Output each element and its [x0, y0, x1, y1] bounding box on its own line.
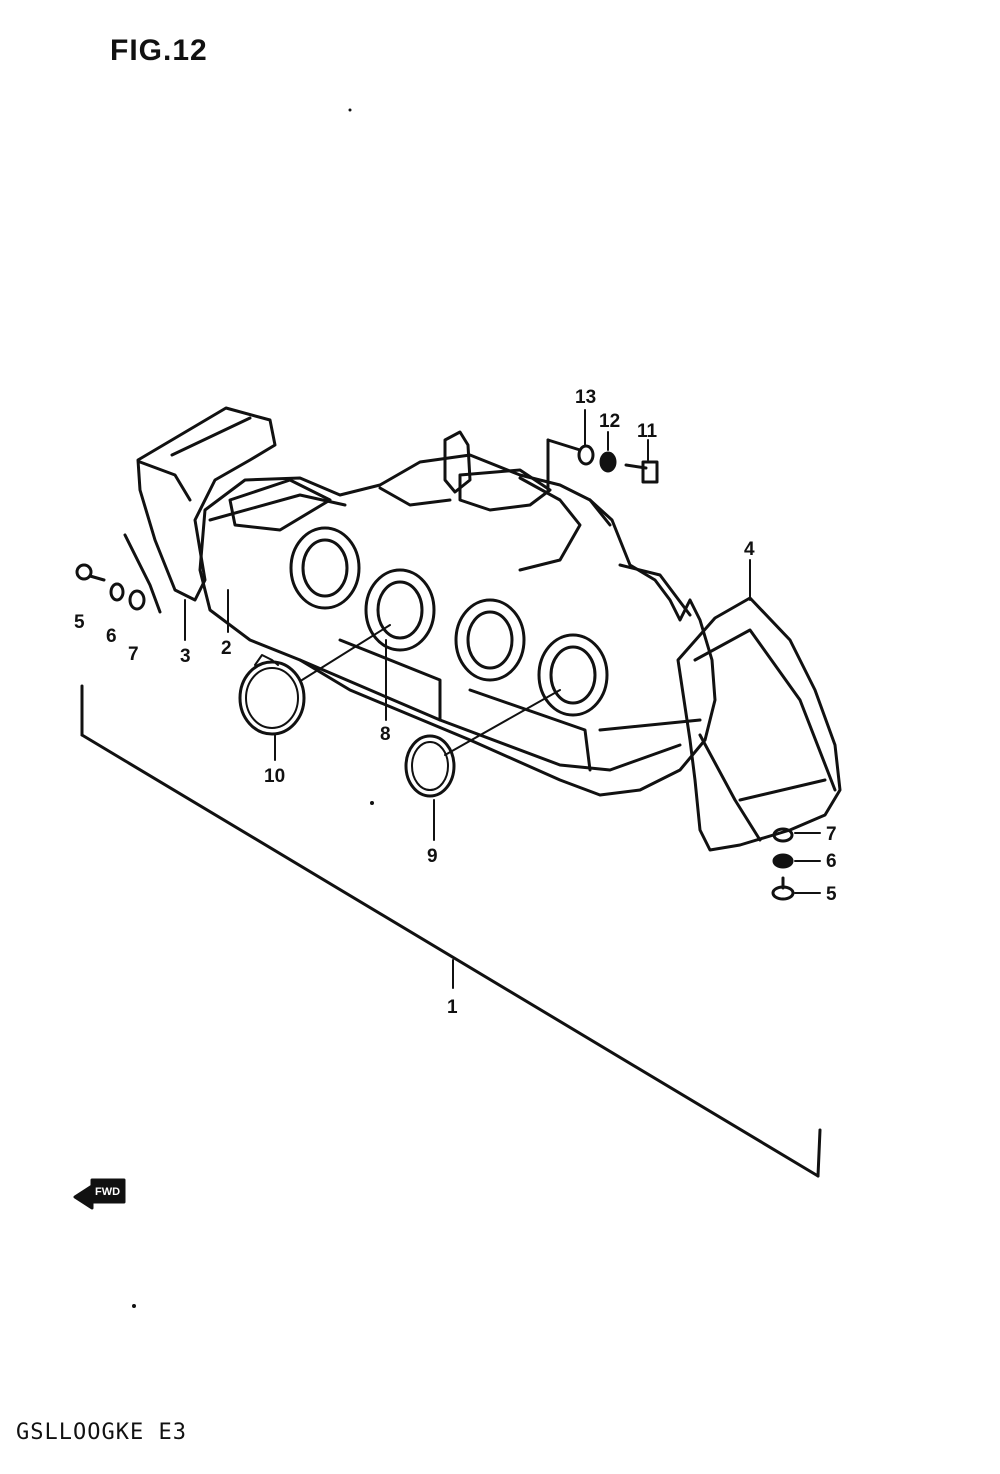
right-hardware: [771, 827, 795, 901]
forward-arrow-icon: [73, 1178, 126, 1210]
callout-6-left: 6: [106, 626, 117, 647]
leader-lines: [184, 409, 821, 894]
inlet-ports: [289, 526, 609, 717]
callout-4: 4: [744, 539, 755, 560]
right-intake-funnel: [676, 596, 842, 852]
callout-6-right: 6: [826, 851, 837, 872]
air-cleaner-case: [198, 430, 717, 797]
figure-title: FIG.12: [110, 34, 208, 67]
callout-1: 1: [447, 997, 458, 1018]
scan-dot: [132, 1304, 136, 1308]
clamp-part-10: [238, 654, 306, 736]
callout-12: 12: [599, 411, 620, 432]
scan-dot: [370, 801, 374, 805]
callout-2: 2: [221, 638, 232, 659]
callout-5-left: 5: [74, 612, 85, 633]
top-hardware: [546, 438, 659, 492]
callout-3: 3: [180, 646, 191, 667]
callout-8: 8: [380, 724, 391, 745]
callout-13: 13: [575, 387, 596, 408]
callout-11: 11: [637, 421, 658, 442]
callout-10: 10: [264, 766, 285, 787]
left-hardware: [75, 563, 146, 611]
model-code-label: GSLLOOGKE E3: [16, 1420, 187, 1445]
ring-part-9: [404, 734, 456, 798]
left-intake-funnel: [123, 406, 277, 614]
callout-5-right: 5: [826, 884, 837, 905]
callout-7-left: 7: [128, 644, 139, 665]
callout-7-right: 7: [826, 824, 837, 845]
scan-dot: [348, 108, 352, 112]
fwd-label: FWD: [95, 1186, 120, 1198]
callout-9: 9: [427, 846, 438, 867]
assembly-bracket: [80, 684, 822, 1178]
